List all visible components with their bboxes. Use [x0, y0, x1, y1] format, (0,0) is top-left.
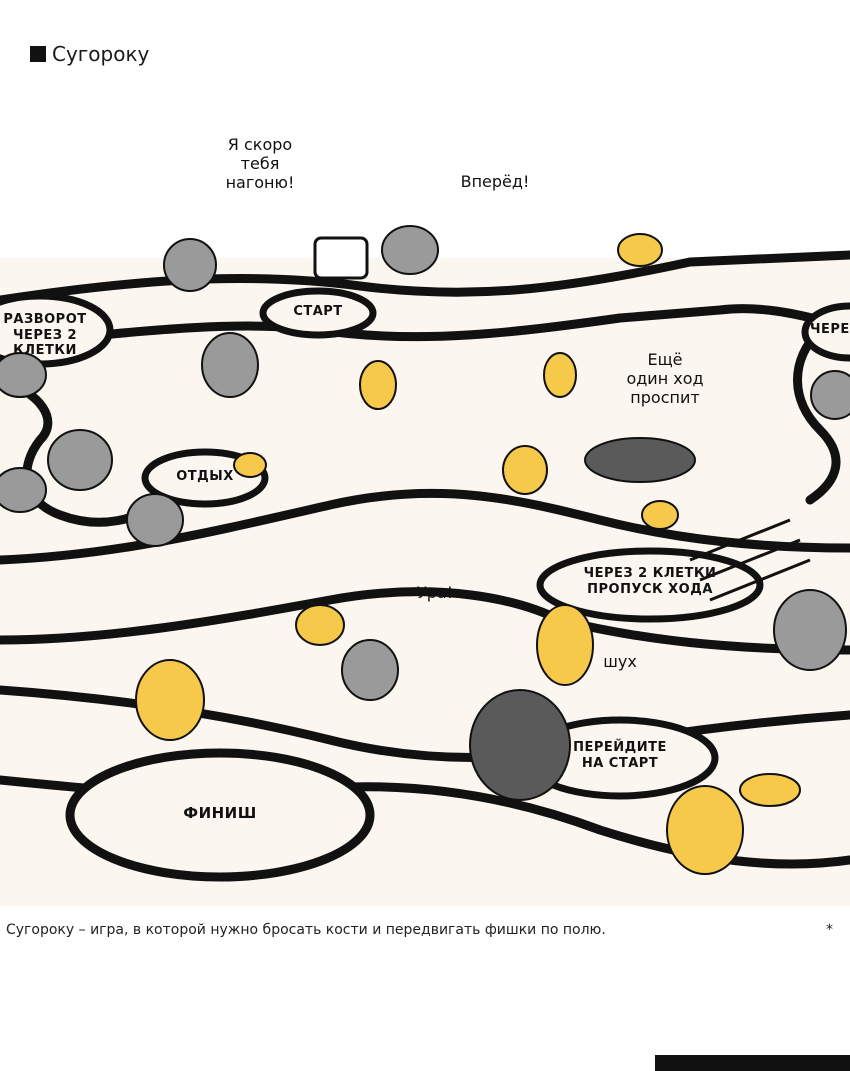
- dark-cat-icon: [469, 437, 696, 801]
- bottom-bar: [655, 1055, 850, 1071]
- cell-finish: ФИНИШ: [183, 804, 257, 822]
- start-cell: [259, 287, 377, 339]
- speech-soon: Я скоро тебя нагоню!: [225, 135, 295, 193]
- page-title-text: Сугороку: [52, 42, 150, 66]
- cell-through-right: ЧЕРЕЗ: [810, 322, 850, 337]
- die-icon: [313, 236, 369, 280]
- speech-one-more: Ещё один ход проспит: [626, 350, 704, 408]
- cell-start: СТАРТ: [293, 304, 343, 319]
- track-top: [0, 250, 850, 305]
- cell-turn: РАЗВОРОТ ЧЕРЕЗ 2 КЛЕТКИ: [3, 312, 87, 359]
- speech-forward: Вперёд!: [460, 172, 530, 191]
- cell-to-start: ПЕРЕЙДИТЕ НА СТАРТ: [573, 740, 667, 771]
- shiba-dog-icon: [135, 233, 801, 875]
- cell-skip: ЧЕРЕЗ 2 КЛЕТКИ ПРОПУСК ХОДА: [583, 566, 717, 597]
- page-title: Сугороку: [30, 42, 149, 66]
- skip-cell: [536, 547, 764, 623]
- track-right-loop: [793, 325, 841, 505]
- footnote-text: Сугороку – игра, в которой нужно бросать…: [6, 922, 606, 938]
- track-top-inner: [0, 304, 825, 350]
- cell-rest: ОТДЫХ: [176, 469, 234, 484]
- track-middle-lower: [0, 587, 850, 655]
- black-square-icon: [30, 46, 46, 62]
- speech-hooray: Ура!: [416, 583, 454, 602]
- finish-cell: [65, 748, 375, 882]
- grey-cat-icon: [0, 225, 850, 701]
- speed-lines: [689, 518, 811, 602]
- speech-whoosh: шух: [603, 652, 637, 671]
- right-cell: [801, 302, 850, 362]
- footnote-star: *: [826, 922, 833, 938]
